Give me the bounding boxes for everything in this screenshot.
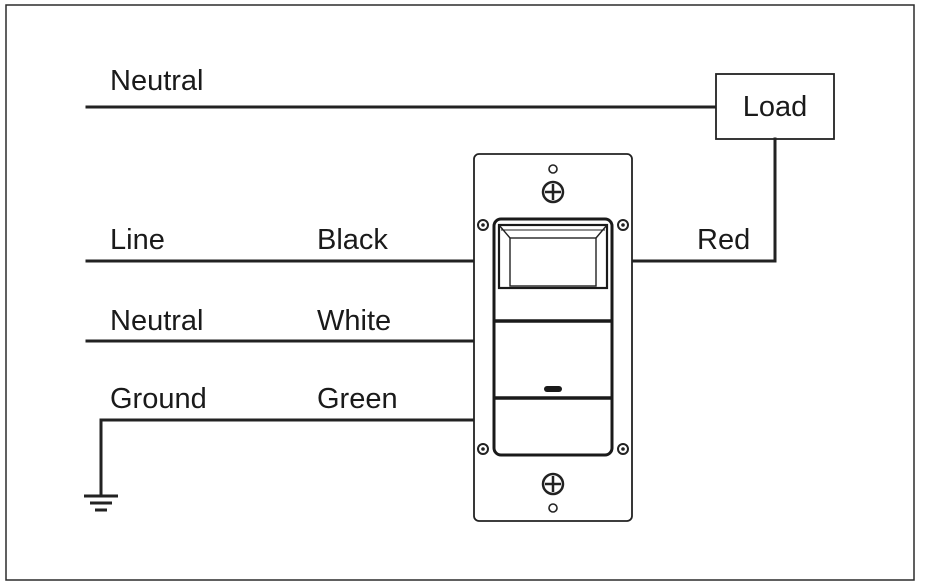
mounting-hole-top xyxy=(548,164,558,174)
red-wire xyxy=(630,137,777,263)
mounting-hole-bottom xyxy=(548,503,558,513)
ground-label: Ground xyxy=(110,383,207,415)
ground-symbol-icon xyxy=(84,494,118,512)
white-label: White xyxy=(317,305,391,337)
red-label: Red xyxy=(697,224,750,256)
occupancy-sensor-switch xyxy=(473,153,633,522)
black-label: Black xyxy=(317,224,388,256)
neutral-label: Neutral xyxy=(110,305,204,337)
load-box: Load xyxy=(715,73,835,140)
corner-screw-icons xyxy=(477,219,629,455)
screw-bottom-icon xyxy=(541,472,565,496)
load-label: Load xyxy=(743,91,808,123)
sensor-lens xyxy=(497,223,609,290)
screw-top-icon xyxy=(541,180,565,204)
ground-green-wire xyxy=(99,418,476,498)
green-label: Green xyxy=(317,383,398,415)
neutral-top-label: Neutral xyxy=(110,65,204,97)
indicator-led xyxy=(544,386,562,392)
line-label: Line xyxy=(110,224,165,256)
